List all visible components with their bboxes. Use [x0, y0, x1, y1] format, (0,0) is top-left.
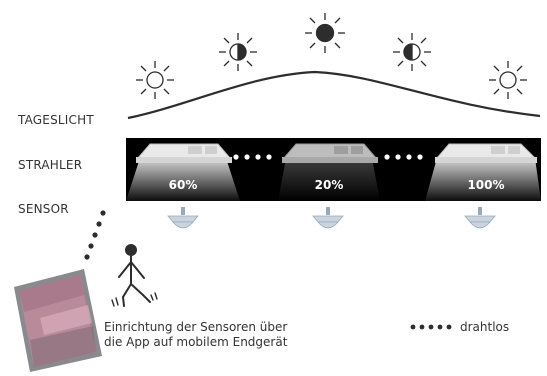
sensor-icon-1: [167, 207, 199, 229]
spot-2-percentage: 20%: [314, 178, 344, 192]
caption-line-2: die App auf mobilem Endgerät: [104, 335, 288, 349]
light-cone-1: [126, 158, 240, 201]
label-sensor: SENSOR: [18, 202, 69, 216]
wireless-signal-dots: [84, 210, 106, 260]
sun-icon-3: [305, 13, 345, 53]
light-cone-3: [425, 158, 541, 201]
label-spots: STRAHLER: [18, 158, 83, 172]
label-daylight: TAGESLICHT: [18, 113, 94, 127]
spot-lamp-2: [282, 143, 378, 163]
spot-lamp-3: [435, 143, 537, 163]
spot-1-percentage: 60%: [168, 178, 198, 192]
caption-line-1: Einrichtung der Sensoren über: [104, 320, 288, 334]
person-walking-icon: [111, 244, 158, 307]
sun-icon-4: [393, 33, 431, 71]
light-cone-2: [278, 158, 380, 201]
caption: Einrichtung der Sensoren über die App au…: [104, 320, 287, 350]
sensor-icon-2: [312, 207, 344, 229]
sensor-icon-3: [464, 207, 496, 229]
legend-wireless-label: drahtlos: [460, 320, 510, 334]
wireless-link-2: [384, 154, 423, 160]
tablet-icon: [14, 269, 102, 372]
spot-3-percentage: 100%: [467, 178, 505, 192]
spot-lamp-1: [136, 143, 232, 163]
sun-icon-1: [136, 61, 174, 99]
sun-icon-2: [219, 33, 257, 71]
legend-wireless-dots: [410, 324, 452, 330]
daylight-curve: [127, 70, 541, 120]
sun-icon-5: [489, 61, 527, 99]
wireless-link-1: [233, 154, 272, 160]
